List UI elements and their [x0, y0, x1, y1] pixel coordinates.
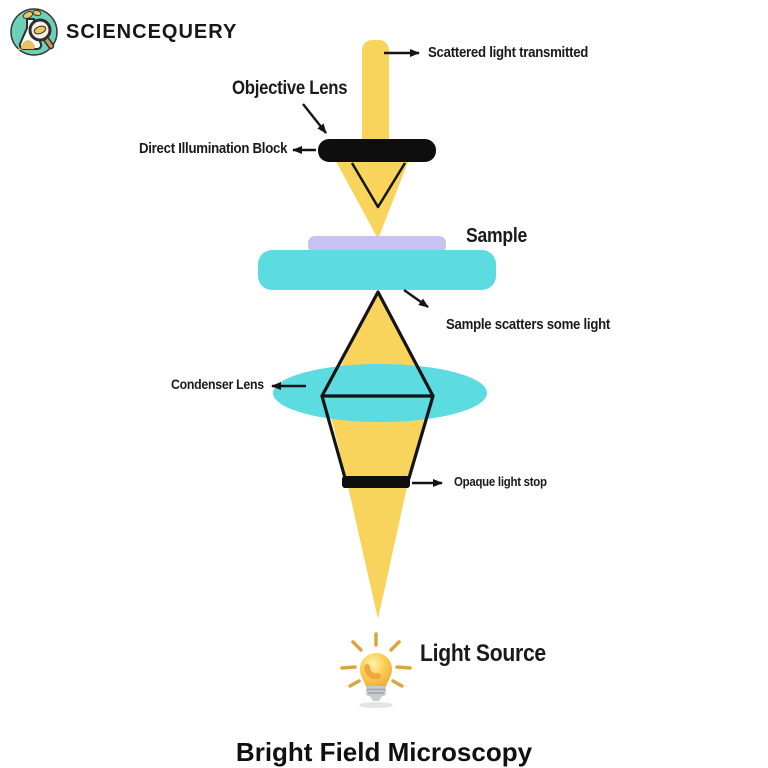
label-light-source: Light Source	[420, 640, 546, 667]
arrow-sample-scatters	[403, 289, 429, 308]
objective-cone-outline	[350, 162, 407, 209]
label-sample-scatters: Sample scatters some light	[446, 316, 611, 333]
page-title: Bright Field Microscopy	[235, 737, 533, 767]
objective-lens-bar	[318, 139, 436, 162]
arrow-objective-lens	[302, 103, 327, 134]
condenser-ray-outline-upper	[320, 290, 435, 398]
brand-name: SCIENCEQUERY	[66, 20, 238, 43]
transmitted-light-beam	[362, 40, 389, 152]
label-sample: Sample	[466, 225, 528, 247]
label-scattered-light: Scattered light transmitted	[428, 44, 589, 61]
condenser-ray-outline-lower	[320, 394, 435, 480]
sample-shape	[308, 236, 446, 253]
flask-magnifier-logo-icon	[10, 8, 58, 56]
brand-header: SCIENCEQUERY	[8, 6, 237, 58]
opaque-light-stop-bar	[342, 476, 410, 488]
light-bulb-icon	[340, 632, 412, 708]
label-opaque-stop: Opaque light stop	[454, 474, 547, 489]
label-condenser-lens: Condenser Lens	[171, 376, 264, 392]
label-illumination-block: Direct Illumination Block	[139, 140, 288, 157]
label-objective-lens: Objective Lens	[232, 78, 348, 99]
slide-shape	[258, 250, 496, 290]
condenser-lens-shape	[273, 364, 487, 422]
